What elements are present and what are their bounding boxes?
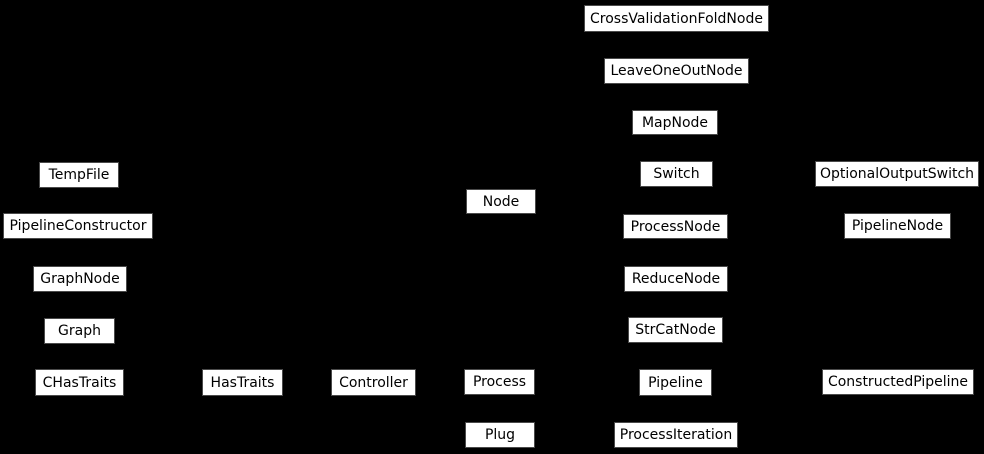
class-node-optionaloutputswitch[interactable]: OptionalOutputSwitch [815,161,979,187]
class-node-crossvalidationfoldnode[interactable]: CrossValidationFoldNode [584,5,769,32]
class-node-hastraits[interactable]: HasTraits [202,369,283,396]
class-node-switch[interactable]: Switch [640,161,713,187]
class-node-pipelineconstructor[interactable]: PipelineConstructor [3,213,153,239]
class-node-reducenode[interactable]: ReduceNode [624,266,728,292]
class-node-chastraits[interactable]: CHasTraits [35,369,124,396]
class-node-constructedpipeline[interactable]: ConstructedPipeline [822,369,974,395]
class-node-graph[interactable]: Graph [44,318,115,344]
class-node-processiteration[interactable]: ProcessIteration [614,422,738,448]
class-node-controller[interactable]: Controller [331,369,416,396]
class-node-strcatnode[interactable]: StrCatNode [628,317,723,343]
class-node-processnode[interactable]: ProcessNode [623,214,728,239]
class-node-leaveoneoutnode[interactable]: LeaveOneOutNode [604,58,749,84]
class-node-plug[interactable]: Plug [465,422,535,448]
class-node-pipelinenode[interactable]: PipelineNode [844,213,951,239]
class-node-tempfile[interactable]: TempFile [39,162,119,188]
class-node-mapnode[interactable]: MapNode [632,110,718,135]
class-node-graphnode[interactable]: GraphNode [33,266,127,292]
class-node-pipeline[interactable]: Pipeline [639,369,712,396]
class-node-node[interactable]: Node [466,189,536,214]
class-node-process[interactable]: Process [464,369,535,395]
